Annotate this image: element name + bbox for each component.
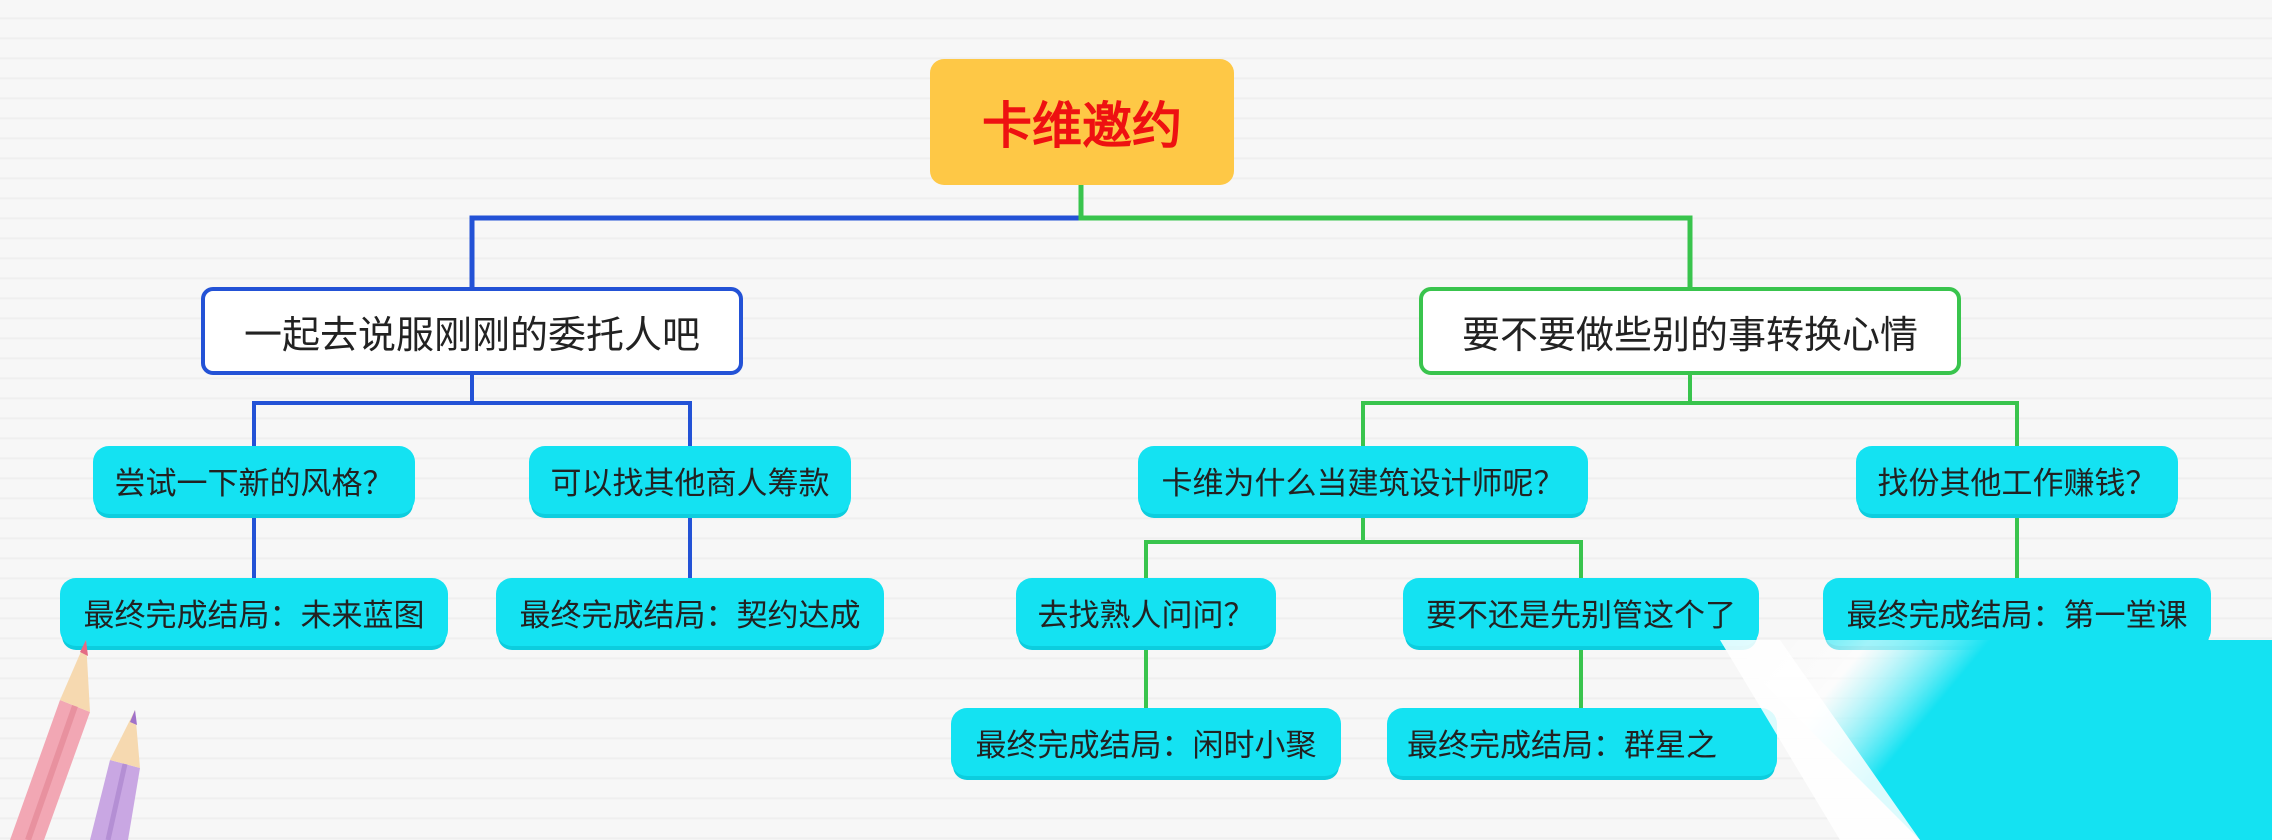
ending-left-2-label: 最终完成结局：契约达成 xyxy=(519,597,861,634)
ending-node-left-1[interactable]: 最终完成结局：未来蓝图 xyxy=(60,578,448,646)
connector-left-children xyxy=(252,401,692,446)
connector-right-1-children xyxy=(1144,540,1583,578)
ending-node-right-1-2[interactable]: 最终完成结局：群星之 xyxy=(1387,708,1777,776)
branch-node-right[interactable]: 要不要做些别的事转换心情 xyxy=(1419,287,1961,375)
connector-root-left xyxy=(469,185,1084,287)
ending-node-left-2[interactable]: 最终完成结局：契约达成 xyxy=(496,578,884,646)
root-label: 卡维邀约 xyxy=(982,97,1182,155)
branch-left-label: 一起去说服刚刚的委托人吧 xyxy=(243,312,700,357)
ending-left-1-label: 最终完成结局：未来蓝图 xyxy=(83,597,425,634)
connector-right-children xyxy=(1361,401,2019,446)
connector-root-right xyxy=(1078,185,1693,287)
leaf-right-1-1-label: 去找熟人问问？ xyxy=(1037,597,1255,634)
branch-node-left[interactable]: 一起去说服刚刚的委托人吧 xyxy=(201,287,743,375)
cyan-glare-decoration xyxy=(1720,640,2272,840)
leaf-right-2-label: 找份其他工作赚钱？ xyxy=(1877,465,2157,502)
ending-node-right-1-1[interactable]: 最终完成结局：闲时小聚 xyxy=(951,708,1341,776)
ending-right-1-1-label: 最终完成结局：闲时小聚 xyxy=(975,727,1317,764)
pink-pencil-icon xyxy=(10,640,90,840)
purple-pencil-icon xyxy=(90,710,140,840)
ending-right-2-label: 最终完成结局：第一堂课 xyxy=(1846,597,2188,634)
leaf-left-2-label: 可以找其他商人筹款 xyxy=(550,465,830,502)
branch-right-label: 要不要做些别的事转换心情 xyxy=(1461,312,1918,357)
leaf-node-right-2[interactable]: 找份其他工作赚钱？ xyxy=(1856,446,2178,514)
leaf-node-right-1-1[interactable]: 去找熟人问问？ xyxy=(1016,578,1276,646)
pencils-decoration xyxy=(10,640,140,840)
ending-node-right-2[interactable]: 最终完成结局：第一堂课 xyxy=(1823,578,2211,646)
leaf-node-left-2[interactable]: 可以找其他商人筹款 xyxy=(529,446,851,514)
leaf-node-right-1-2[interactable]: 要不还是先别管这个了 xyxy=(1403,578,1759,646)
ending-right-1-2-label: 最终完成结局：群星之 xyxy=(1407,727,1717,764)
root-node[interactable]: 卡维邀约 xyxy=(930,59,1234,185)
leaf-node-right-1[interactable]: 卡维为什么当建筑设计师呢？ xyxy=(1138,446,1588,514)
leaf-right-1-2-label: 要不还是先别管这个了 xyxy=(1426,597,1736,634)
leaf-node-left-1[interactable]: 尝试一下新的风格？ xyxy=(93,446,415,514)
leaf-left-1-label: 尝试一下新的风格？ xyxy=(114,465,394,502)
leaf-right-1-label: 卡维为什么当建筑设计师呢？ xyxy=(1161,465,1565,502)
